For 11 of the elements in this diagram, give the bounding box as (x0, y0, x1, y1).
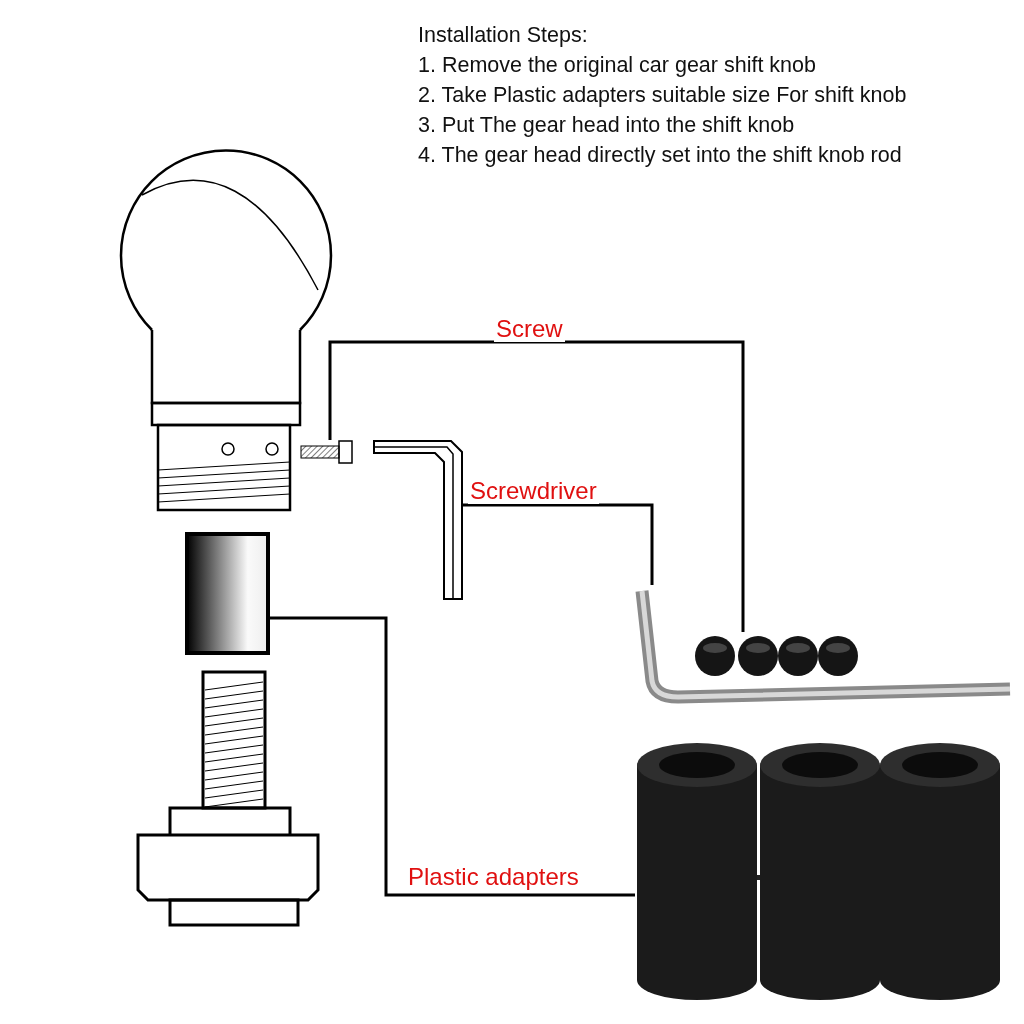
leader-line (463, 503, 654, 585)
instruction-step: 3. Put The gear head into the shift knob (418, 112, 795, 138)
instruction-step: 2. Take Plastic adapters suitable size For shift knob (418, 82, 907, 108)
screw-drawing (300, 440, 352, 464)
leader-line (328, 340, 745, 632)
leader-line (270, 616, 635, 897)
heading: Installation Steps: (418, 22, 588, 48)
instruction-step: 4. The gear head directly set into the shift knob rod (418, 142, 902, 168)
instruction-step: 1. Remove the original car gear shift knob (418, 52, 816, 78)
adapter-sleeve-drawing (185, 532, 270, 655)
hex-key-drawing (373, 440, 463, 600)
